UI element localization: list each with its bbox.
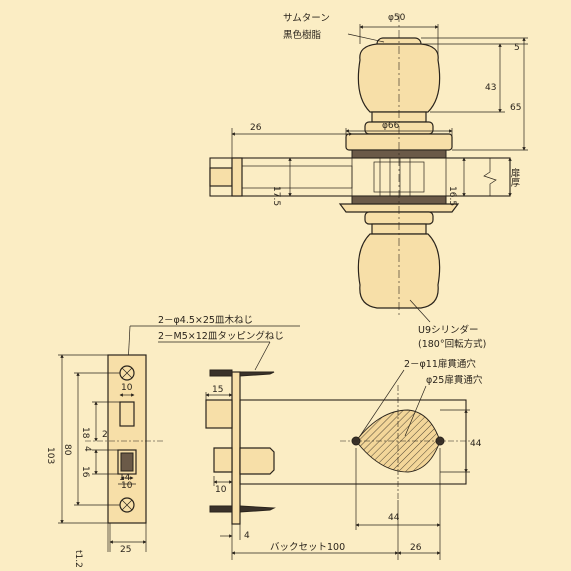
latch-faceplate-side xyxy=(231,371,241,525)
dim-knob-dia: φ50 xyxy=(388,13,406,23)
dim-top-5: 5 xyxy=(514,43,520,53)
faceplate-section xyxy=(231,157,243,197)
backset-label: バックセット100 xyxy=(270,542,345,553)
dim-26: 26 xyxy=(250,123,262,133)
dim-80: 80 xyxy=(62,444,72,456)
latch-case xyxy=(241,165,353,189)
dim-17-5: 17.5 xyxy=(271,186,281,206)
deadlatch-front xyxy=(119,401,135,427)
bottom-view: 2－φ4.5×25皿木ねじ 2－M5×12皿タッピングねじ 103 80 18 xyxy=(45,314,483,568)
dim-15: 15 xyxy=(212,385,223,395)
dim-43: 43 xyxy=(485,83,496,93)
dim-65: 65 xyxy=(510,103,521,113)
thumbturn-label-1: サムターン xyxy=(283,13,330,24)
hole-label-1: 2－φ11扉貫通穴 xyxy=(404,358,476,370)
dim-16: 16 xyxy=(80,466,90,478)
faceplate xyxy=(107,354,147,524)
dim-25: 25 xyxy=(120,545,131,555)
latch-bolt-side xyxy=(213,447,233,473)
screw-label-2: 2－M5×12皿タッピングねじ xyxy=(158,330,284,342)
deadlatch-side xyxy=(205,399,233,429)
dim-26-bottom: 26 xyxy=(410,543,422,553)
thumbturn-leader xyxy=(347,33,385,43)
dim-10-bottom: 10 xyxy=(121,481,133,491)
cylinder-label-1: U9シリンダー xyxy=(418,324,479,336)
top-view: φ50 サムターン 黒色樹脂 5 43 65 φ66 26 17.5 16.5 xyxy=(209,13,528,350)
dim-16-5: 16.5 xyxy=(447,186,457,206)
cylinder-label-2: (180°回転方式) xyxy=(418,338,486,350)
dim-103: 103 xyxy=(45,447,55,464)
wood-screw-top xyxy=(209,369,233,377)
dim-2: 2 xyxy=(102,430,108,440)
dim-4-left: 4 xyxy=(82,446,92,452)
thumbturn-label-2: 黒色樹脂 xyxy=(283,29,322,41)
latch-bolt xyxy=(209,167,233,187)
dim-rose-dia: φ66 xyxy=(382,121,400,131)
hole-label-2: φ25扉貫通穴 xyxy=(426,374,483,386)
break-line xyxy=(483,158,497,196)
dim-10-mid: 10 xyxy=(215,485,227,495)
door-section xyxy=(209,157,511,197)
cylinder-leader xyxy=(409,299,431,323)
dim-10-top: 10 xyxy=(121,383,133,393)
screw-label-1: 2－φ4.5×25皿木ねじ xyxy=(158,314,253,326)
door-thickness-label: 扉厚 xyxy=(509,167,521,188)
dim-14: 14 xyxy=(119,473,131,483)
dim-1-2: t1.2 xyxy=(73,550,83,568)
dim-4-bottom: 4 xyxy=(244,531,250,541)
latch-bolt-inner xyxy=(239,447,275,475)
dim-18: 18 xyxy=(80,427,90,439)
dim-44-h: 44 xyxy=(388,513,400,523)
wood-screw-bottom xyxy=(209,505,233,513)
dim-44-v: 44 xyxy=(470,439,482,449)
